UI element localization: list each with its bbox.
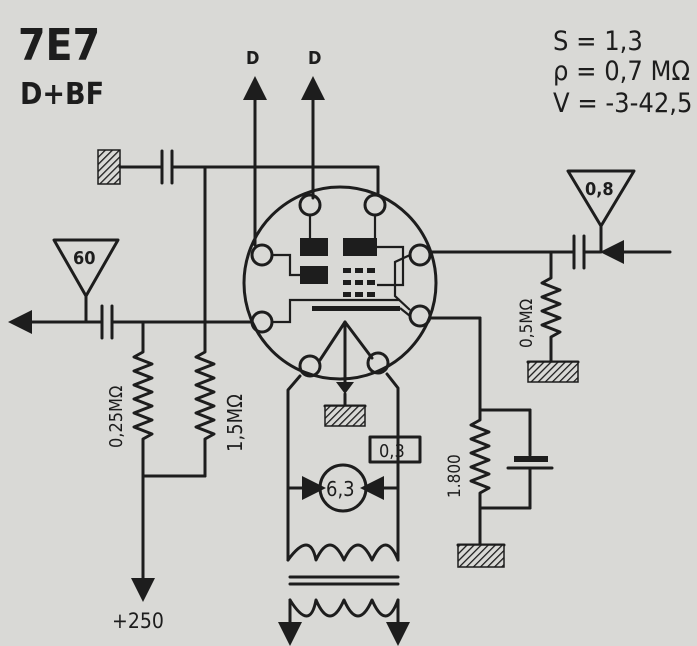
heater-voltage: 6,3 [326, 477, 355, 501]
heater-current: 0,3 [379, 441, 405, 462]
output-level-triangle [566, 169, 636, 228]
resistor-0-25mohm [132, 344, 154, 448]
heater-voltage-circle [318, 463, 368, 513]
ground-cathode [457, 544, 505, 568]
tube-electrodes [272, 215, 411, 362]
resistor-0-5mohm-label: 0,5MΩ [517, 298, 537, 348]
ground-top-left [97, 149, 121, 185]
ground-tube-shield [324, 405, 366, 427]
diode-output-label-2: D [308, 48, 321, 69]
tube-function: D+BF [20, 77, 104, 112]
input-level-triangle [52, 238, 120, 298]
tube-envelope [242, 185, 438, 381]
diode-output-label-1: D [246, 48, 259, 69]
supply-voltage: +250 [112, 609, 164, 633]
resistor-0-5mohm [540, 270, 562, 350]
resistor-1-5mohm-label: 1,5MΩ [223, 394, 247, 452]
input-level-value: 60 [73, 248, 96, 269]
resistor-1-5mohm [194, 344, 216, 448]
tube-type: 7E7 [18, 20, 100, 71]
heater-current-box [368, 435, 422, 464]
cathode-capacitor [514, 456, 548, 462]
resistor-1800-label: 1.800 [445, 454, 465, 498]
transformer-secondary [286, 543, 400, 562]
ground-output [527, 361, 579, 383]
output-level-value: 0,8 [585, 179, 614, 200]
spec-s: S = 1,3 [553, 26, 643, 57]
spec-v: V = -3-42,5 [553, 88, 692, 119]
transformer-primary [288, 598, 400, 618]
resistor-1800 [469, 408, 491, 510]
spec-rho: ρ = 0,7 MΩ [553, 56, 690, 87]
resistor-0-25mohm-label: 0,25MΩ [106, 386, 127, 448]
